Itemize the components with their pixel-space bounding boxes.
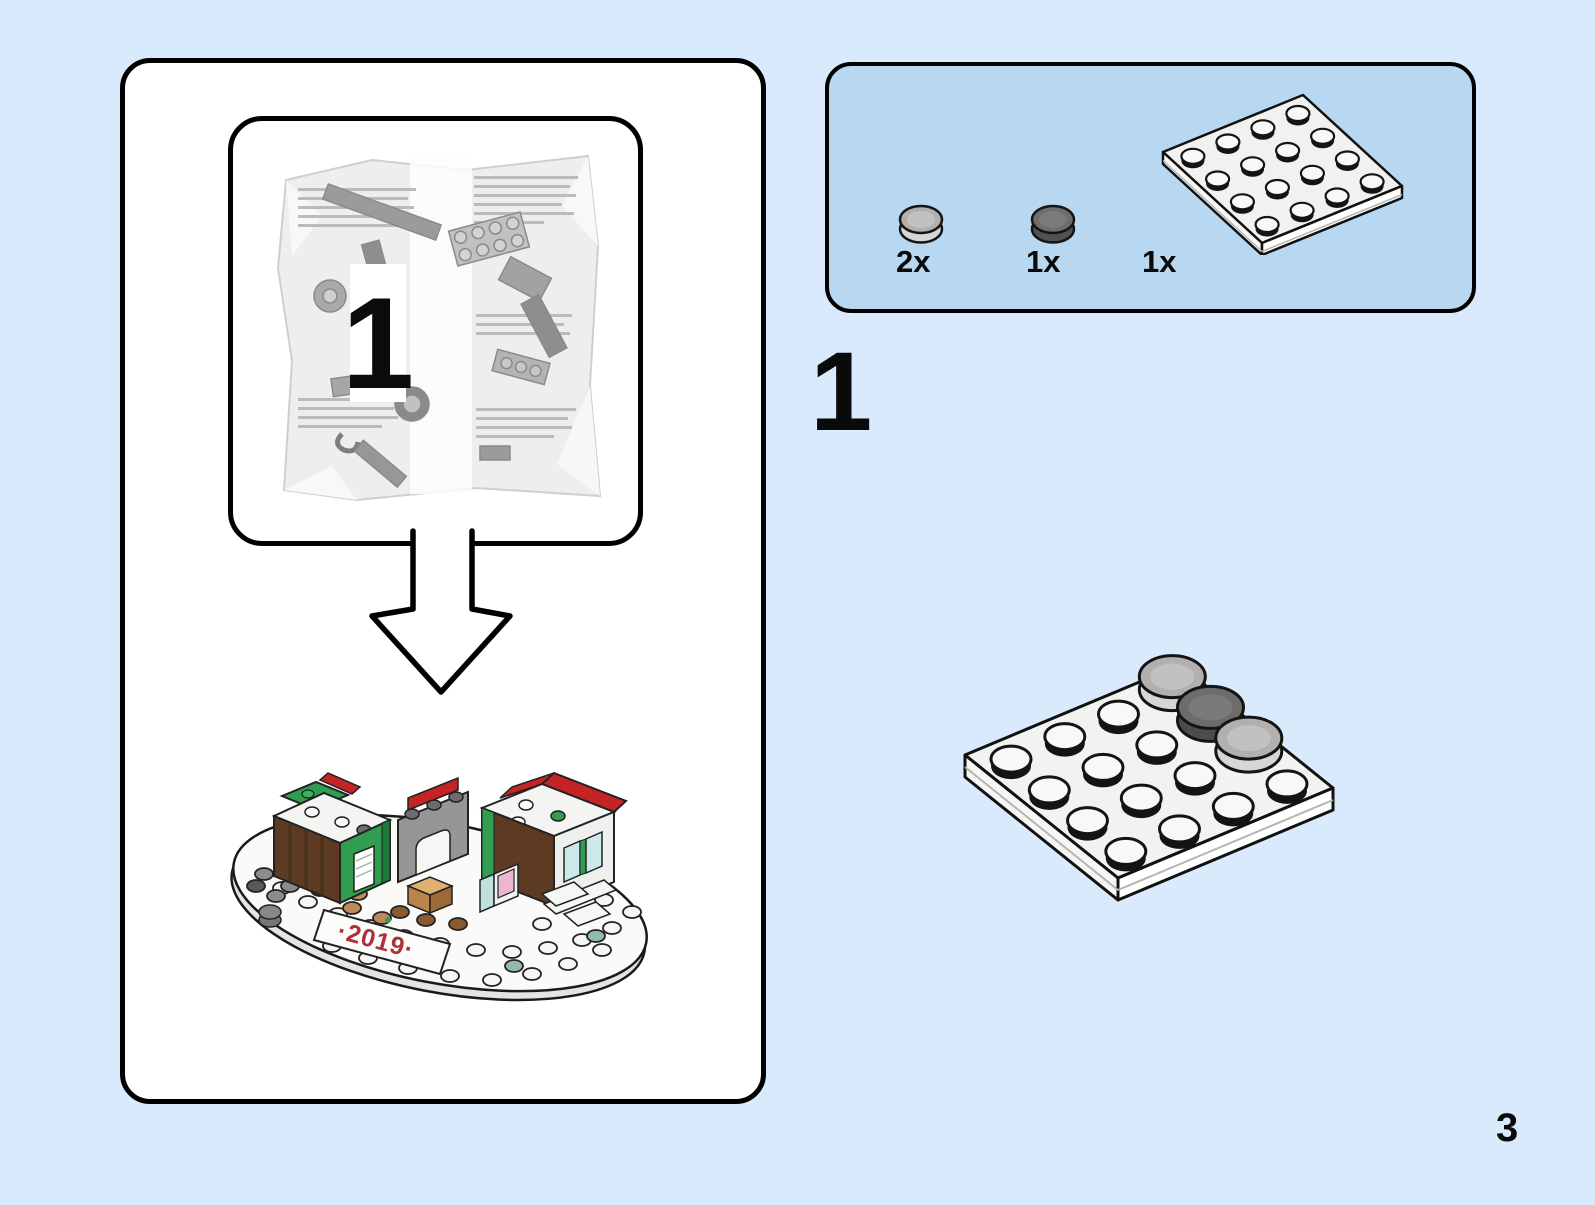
page-number: 3 [1496, 1106, 1519, 1150]
model-front-slopes [258, 881, 612, 928]
assembly-diagram [963, 654, 1335, 902]
bag-number-label: 1 [342, 270, 414, 416]
part-round-tile-light-gray [898, 204, 944, 244]
model-preview: ·2019· [230, 771, 648, 1002]
part-round-tile-dark-gray [1030, 204, 1076, 244]
part-count-dark-tile: 1x [1026, 244, 1061, 279]
model-left-building [271, 772, 393, 905]
part-plate-4x4-white [1161, 93, 1404, 255]
down-arrow-icon [369, 528, 513, 695]
model-year-tile: ·2019· [312, 908, 452, 976]
down-arrow [369, 528, 513, 695]
part-count-light-tile: 2x [896, 244, 931, 279]
parts-bag-image: 1 [276, 154, 602, 502]
model-kiosk [479, 862, 519, 914]
model-arch-wall [397, 776, 469, 884]
part-count-plate: 1x [1142, 244, 1177, 279]
bag-number-box [350, 264, 406, 402]
model-crate [406, 876, 454, 915]
step-number: 1 [810, 329, 873, 454]
